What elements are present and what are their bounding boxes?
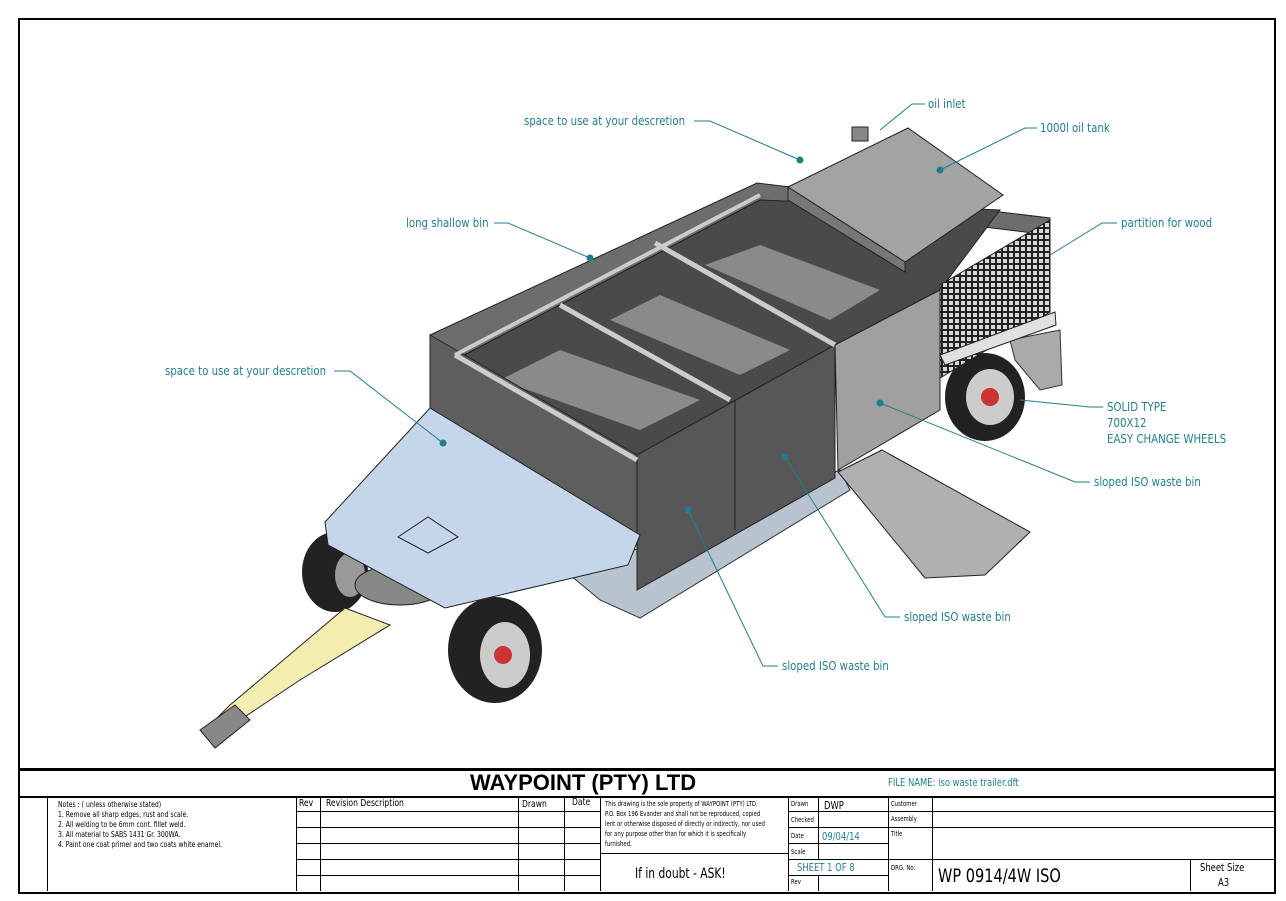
sheet-size-value: A3	[1218, 876, 1230, 889]
property-line-5: furnished.	[605, 840, 632, 848]
scale-label: Scale	[791, 848, 806, 856]
callout-partition: partition for wood	[1121, 216, 1213, 230]
callout-wheels-1: SOLID TYPE	[1107, 400, 1167, 414]
drg-no-value: WP 0914/4W ISO	[938, 865, 1061, 887]
assembly-label: Assembly	[891, 815, 917, 823]
revision-description-header: Revision Description	[326, 798, 404, 809]
bin-floor-2	[610, 295, 790, 375]
property-line-2: P.O. Box 196 Evander and shall not be re…	[605, 810, 761, 818]
company-name: WAYPOINT (PTY) LTD	[470, 770, 697, 795]
sheet-size-label: Sheet Size	[1200, 861, 1245, 874]
wood-partition-mesh	[939, 219, 1051, 379]
oil-inlet	[851, 126, 869, 142]
title-label: Title	[891, 830, 903, 838]
bin-near-wall	[636, 344, 836, 591]
callout-space-left: space to use at your descretion	[165, 364, 327, 378]
bin-floor-1	[500, 350, 700, 430]
trailer-isometric-drawing	[199, 103, 1117, 749]
sheet-number: SHEET 1 OF 8	[797, 861, 855, 874]
drg-no-label: DRG. No.	[891, 864, 916, 872]
sloped-bin-panel	[834, 289, 941, 471]
leader-lines	[334, 103, 1117, 667]
callout-wheels-2: 700X12	[1107, 416, 1147, 430]
date-value: 09/04/14	[822, 830, 860, 843]
rear-axle-bracket	[1009, 329, 1063, 391]
property-line-4: for any purpose other than for which it …	[605, 830, 747, 838]
rev-header: Rev	[299, 798, 314, 809]
oil-tank-side	[787, 186, 906, 273]
note-3: 3. All material to SABS 1431 Gr. 300WA.	[58, 830, 181, 839]
callout-oil-inlet: oil inlet	[928, 97, 966, 111]
note-4: 4. Paint one coat primer and two coats w…	[58, 840, 222, 849]
checked-label: Checked	[791, 816, 814, 824]
callout-oil-tank: 1000l oil tank	[1040, 121, 1110, 135]
title-divider	[18, 768, 1274, 771]
bin-floor-3	[705, 245, 880, 320]
front-right-wheel	[448, 597, 542, 703]
rev-label: Rev	[791, 878, 801, 886]
property-line-3: lent or otherwise disposed of directly o…	[605, 820, 765, 828]
title-bar-divider	[18, 796, 1274, 798]
callout-sloped-bin-2: sloped ISO waste bin	[904, 610, 1011, 624]
file-name: FILE NAME: iso waste trailer.dft	[888, 776, 1019, 789]
date-header: Date	[572, 797, 591, 808]
callout-long-bin: long shallow bin	[406, 216, 489, 230]
drawn-header: Drawn	[522, 799, 547, 810]
callout-sloped-bin-3: sloped ISO waste bin	[782, 659, 889, 673]
partition-shelf	[939, 311, 1057, 366]
date-label: Date	[791, 832, 804, 840]
drawing-frame	[18, 18, 1276, 894]
customer-label: Customer	[891, 800, 918, 808]
note-2: 2. All welding to be 6mm cont. fillet we…	[58, 820, 186, 829]
notes-heading: Notes : ( unless otherwise stated)	[58, 800, 162, 809]
tow-hitch	[199, 704, 251, 749]
if-in-doubt: If in doubt - ASK!	[635, 866, 726, 882]
callout-space-top: space to use at your descretion	[524, 114, 686, 128]
drawn-value: DWP	[824, 799, 844, 812]
hatch	[397, 516, 459, 554]
loading-ramp	[837, 449, 1031, 579]
callout-sloped-bin-1: sloped ISO waste bin	[1094, 475, 1201, 489]
property-line-1: This drawing is the sole property of WAY…	[605, 800, 758, 808]
drawn-label: Drawn	[791, 800, 809, 808]
callout-wheels-3: EASY CHANGE WHEELS	[1107, 432, 1227, 446]
front-deck-plate	[324, 407, 641, 609]
note-1: 1. Remove all sharp edges, rust and scal…	[58, 810, 189, 819]
rear-wheel	[945, 353, 1025, 441]
